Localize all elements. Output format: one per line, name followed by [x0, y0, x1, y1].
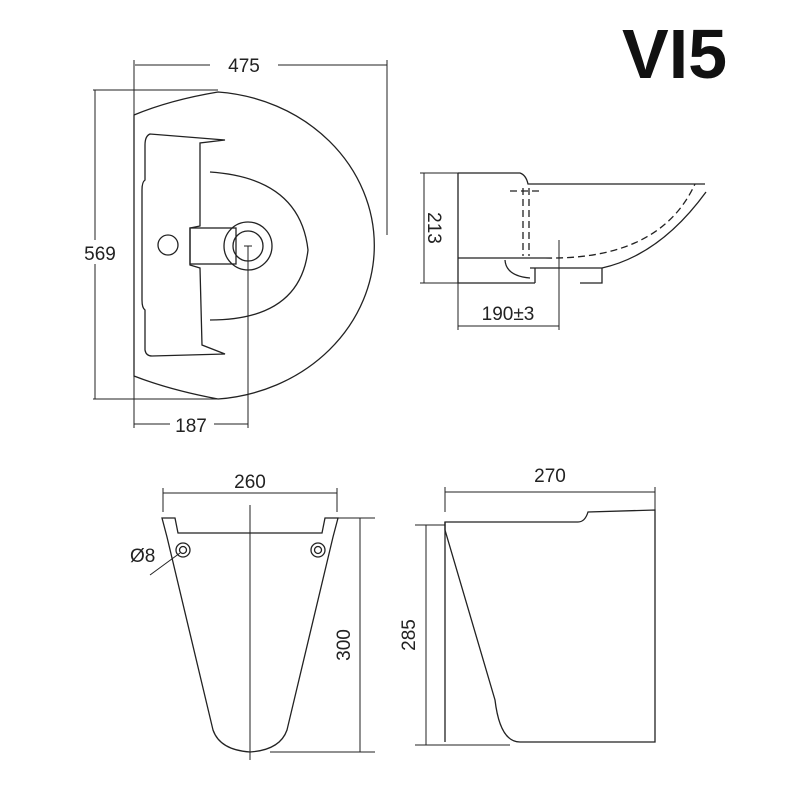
dim-pedestal-width: 260 — [234, 472, 266, 493]
dim-drain-offset: 187 — [175, 416, 207, 437]
dim-width: 475 — [228, 56, 260, 77]
pedestal-front-view: 260 Ø8 300 — [130, 472, 375, 760]
dim-height: 213 — [423, 212, 444, 244]
dim-pedestal-depth: 270 — [534, 466, 566, 487]
dim-pedestal-height: 300 — [334, 629, 355, 661]
pedestal-side-view: 270 285 — [399, 466, 656, 746]
dim-pedestal-side-height: 285 — [399, 619, 420, 651]
model-title: VI5 — [622, 15, 727, 93]
dim-projection: 190±3 — [482, 304, 535, 325]
basin-side-view: 213 190±3 — [420, 172, 707, 330]
dim-hole-diameter: Ø8 — [130, 546, 155, 567]
basin-top-view: 475 569 187 — [78, 54, 388, 437]
dim-depth: 569 — [84, 244, 116, 265]
